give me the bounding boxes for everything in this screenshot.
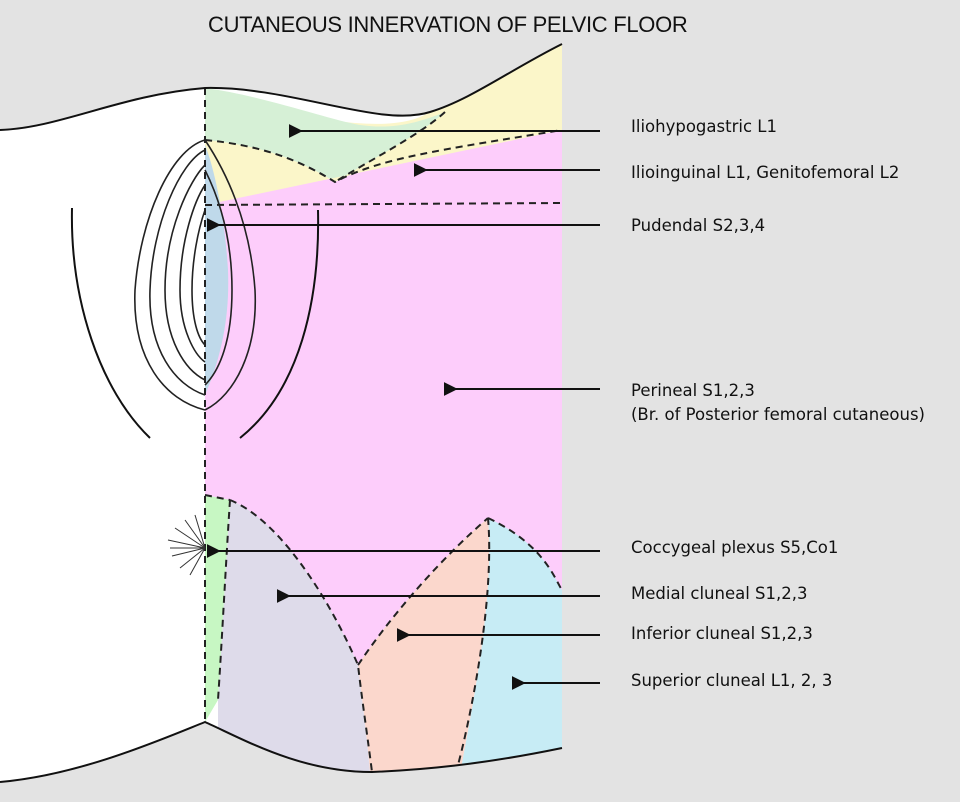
label-iliohypogastric: Iliohypogastric L1	[631, 117, 777, 136]
perineal-region	[205, 130, 562, 665]
medial-cluneal-region	[218, 500, 372, 782]
superior-cluneal-region	[455, 518, 562, 782]
label-medial-cluneal: Medial cluneal S1,2,3	[631, 584, 808, 603]
inferior-cluneal-region	[358, 518, 490, 782]
anus-detail	[167, 514, 206, 576]
diagram-title: CUTANEOUS INNERVATION OF PELVIC FLOOR	[208, 12, 688, 37]
label-superior-cluneal: Superior cluneal L1, 2, 3	[631, 671, 833, 690]
label-inferior-cluneal: Inferior cluneal S1,2,3	[631, 624, 813, 643]
body-contour	[0, 43, 563, 783]
label-coccygeal-plexus: Coccygeal plexus S5,Co1	[631, 538, 839, 557]
iliohypogastric-region	[205, 88, 445, 182]
genitofemoral-region	[205, 130, 562, 205]
pudendal-region	[205, 145, 229, 395]
nerve-boundaries	[204, 88, 563, 773]
label-pudendal: Pudendal S2,3,4	[631, 216, 766, 235]
genital-detail	[134, 139, 257, 411]
label-perineal-branch: (Br. of Posterior femoral cutaneous)	[631, 405, 925, 424]
label-ilioinguinal-genitofemoral: Ilioinguinal L1, Genitofemoral L2	[631, 163, 900, 182]
leader-arrows	[206, 124, 600, 690]
label-perineal: Perineal S1,2,3	[631, 381, 755, 400]
